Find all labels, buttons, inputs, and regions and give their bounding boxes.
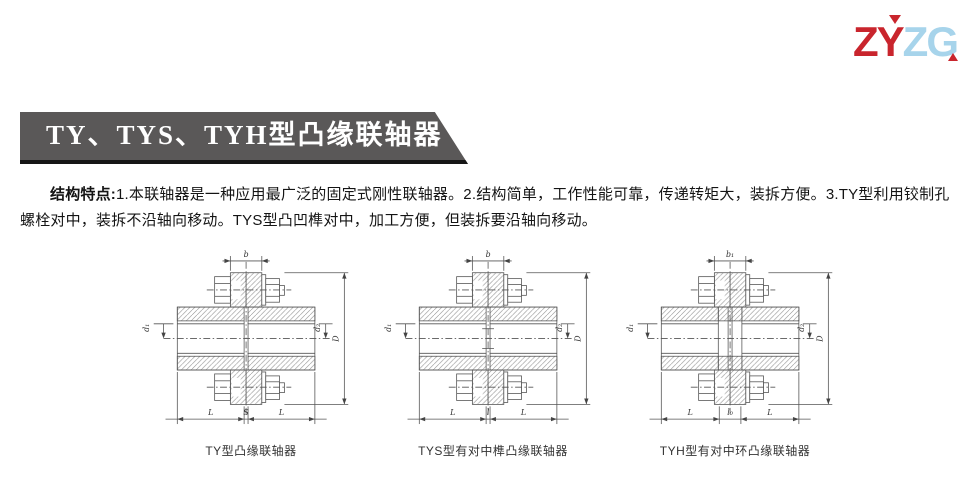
- dim-label-outer-diameter: D: [573, 335, 582, 343]
- intro-label: 结构特点:: [50, 186, 116, 203]
- dim-label-right-bore: d₂: [555, 324, 564, 332]
- dim-label-bottom-right: L: [278, 408, 284, 417]
- dim-label-left-bore: d₁: [142, 324, 151, 332]
- dim-label-bottom-left: L: [687, 408, 693, 417]
- dim-label-top: b₁: [726, 250, 734, 259]
- dim-label-bottom-right: L: [520, 408, 526, 417]
- diagram-ty-caption: TY型凸缘联轴器: [205, 444, 297, 458]
- dim-label-outer-diameter: D: [815, 335, 824, 343]
- section-title-banner: TY、TYS、TYH型凸缘联轴器: [20, 112, 468, 164]
- dim-label-left-bore: d₁: [384, 324, 393, 332]
- intro-text: 1.本联轴器是一种应用最广泛的固定式刚性联轴器。2.结构简单，工作性能可靠，传递…: [20, 186, 950, 229]
- diagram-tyh-caption: TYH型有对中环凸缘联轴器: [659, 444, 811, 458]
- dim-label-bottom-left: L: [449, 408, 455, 417]
- logo-accent-triangle-top: [889, 15, 901, 24]
- banner-underline: [20, 160, 468, 164]
- dim-label-left-bore: d₁: [626, 324, 635, 332]
- dim-label-bottom-mid: S: [243, 408, 249, 417]
- intro-paragraph: 结构特点:1.本联轴器是一种应用最广泛的固定式刚性联轴器。2.结构简单，工作性能…: [20, 182, 956, 234]
- diagram-tys-caption: TYS型有对中榫凸缘联轴器: [418, 444, 568, 458]
- logo-accent-triangle-g: [948, 53, 958, 61]
- page-title: TY、TYS、TYH型凸缘联轴器: [46, 120, 443, 150]
- dim-label-bottom-right: L: [766, 408, 772, 417]
- dim-label-top: b: [244, 250, 249, 259]
- dim-label-bottom-left: L: [207, 408, 213, 417]
- dim-label-outer-diameter: D: [331, 335, 340, 343]
- dim-label-bottom-mid: l₀: [727, 408, 734, 417]
- logo-text-zy: ZY: [853, 18, 905, 65]
- dim-label-right-bore: d₂: [313, 324, 322, 332]
- dim-label-right-bore: d₂: [797, 324, 806, 332]
- dim-label-bottom-mid: l: [487, 408, 490, 417]
- brand-logo[interactable]: ZYZG: [853, 15, 959, 66]
- dim-label-top: b: [486, 250, 491, 259]
